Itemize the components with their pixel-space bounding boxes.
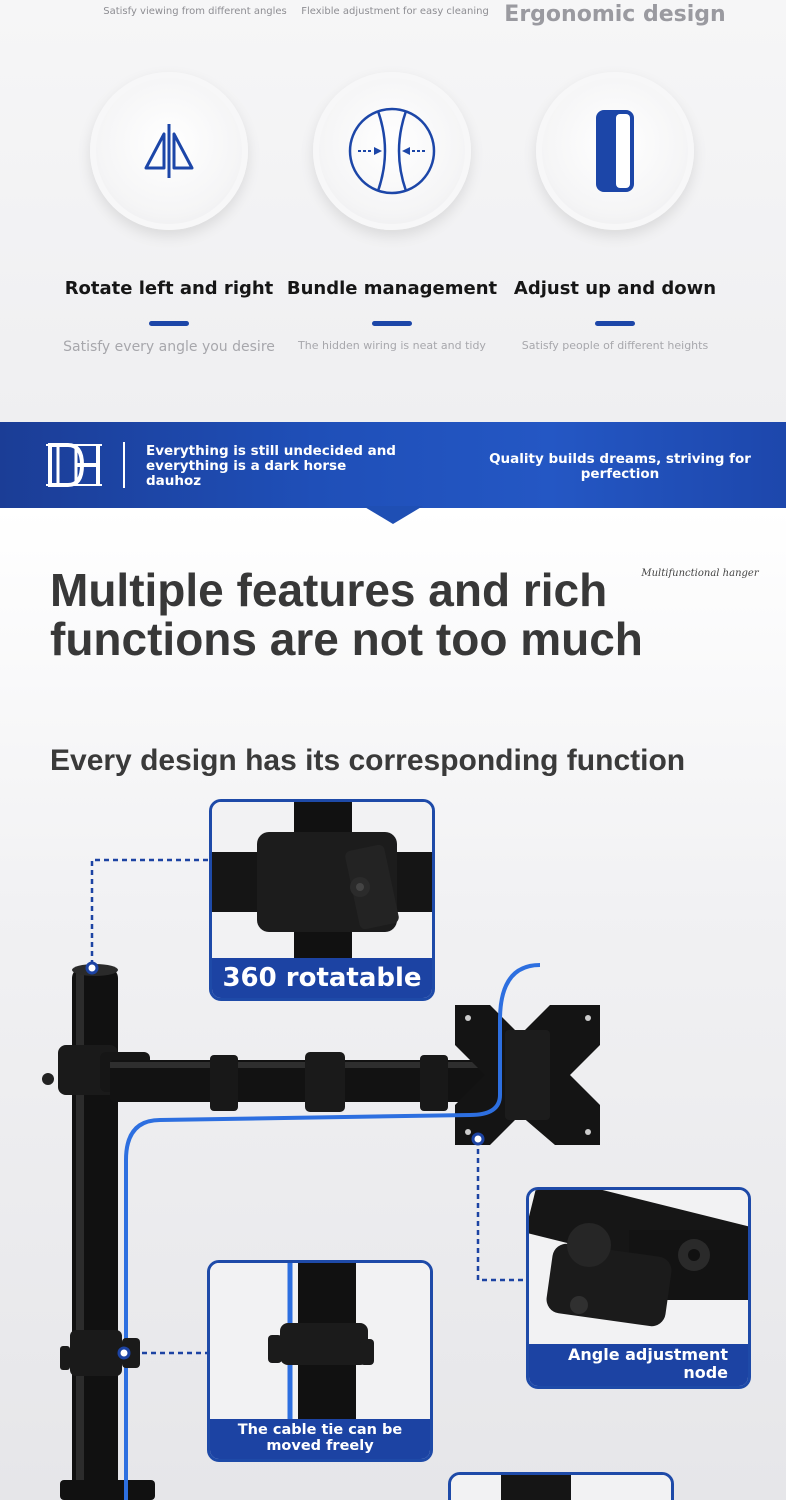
- script-label: Multifunctional hanger: [641, 568, 759, 579]
- dh-logo-icon: [46, 443, 102, 487]
- banner-slogan-line3: dauhoz: [146, 473, 202, 489]
- feature-title: Bundle management: [286, 278, 498, 299]
- feature-icon-circle: [313, 72, 471, 230]
- bottom-photo: [451, 1475, 671, 1500]
- top-caption-left: Satisfy viewing from different angles: [103, 6, 287, 17]
- feature-bundle: Bundle management The hidden wiring is n…: [280, 72, 504, 352]
- feature-divider: [372, 321, 412, 326]
- feature-rotate: Rotate left and right Satisfy every angl…: [57, 72, 281, 355]
- rotatable-label: 360 rotatable: [212, 958, 432, 998]
- feature-subtitle: Satisfy every angle you desire: [63, 339, 275, 355]
- banner-slogan-line1: Everything is still undecided and: [146, 443, 396, 459]
- feature-icon-circle: [536, 72, 694, 230]
- feature-title: Adjust up and down: [513, 278, 717, 299]
- cable-tie-callout: The cable tie can be moved freely: [207, 1260, 433, 1462]
- angle-callout: Angle adjustment node: [526, 1187, 751, 1389]
- bottom-callout: [448, 1472, 674, 1500]
- cable-line: [124, 963, 541, 1500]
- banner-slogan: Everything is still undecided and everyt…: [146, 444, 416, 489]
- feature-title: Rotate left and right: [64, 278, 274, 299]
- pivot-joint-photo: [212, 802, 432, 962]
- mirror-triangles-icon: [144, 124, 194, 178]
- feature-subtitle: Satisfy people of different heights: [521, 339, 709, 352]
- section-subtitle: Every design has its corresponding funct…: [50, 744, 686, 777]
- feature-height: Adjust up and down Satisfy people of dif…: [503, 72, 727, 352]
- feature-divider: [595, 321, 635, 326]
- monitor-arm-illustration: [42, 858, 600, 1500]
- cable-tie-photo: [210, 1263, 430, 1423]
- section-title: Multiple features and rich functions are…: [50, 564, 643, 665]
- connector-line: [90, 858, 212, 965]
- top-caption-middle: Flexible adjustment for easy cleaning: [301, 6, 489, 17]
- feature-subtitle: The hidden wiring is neat and tidy: [298, 339, 486, 352]
- feature-icon-circle: [90, 72, 248, 230]
- up-down-bar-icon: [596, 110, 634, 192]
- connector-line: [476, 1140, 528, 1282]
- banner-slogan-line2: everything is a dark horse: [146, 458, 347, 474]
- banner-divider: [123, 442, 125, 488]
- banner-quality-text: Quality builds dreams, striving for perf…: [489, 451, 751, 482]
- bundle-circle-icon: [348, 107, 436, 195]
- brand-banner: Everything is still undecided and everyt…: [0, 422, 786, 508]
- rotatable-callout: 360 rotatable: [209, 799, 435, 1001]
- angle-node-photo: [529, 1190, 748, 1348]
- angle-label: Angle adjustment node: [529, 1344, 748, 1386]
- feature-divider: [149, 321, 189, 326]
- top-caption-right: Ergonomic design: [504, 2, 726, 27]
- cable-tie-label: The cable tie can be moved freely: [210, 1419, 430, 1459]
- banner-notch: [363, 506, 423, 524]
